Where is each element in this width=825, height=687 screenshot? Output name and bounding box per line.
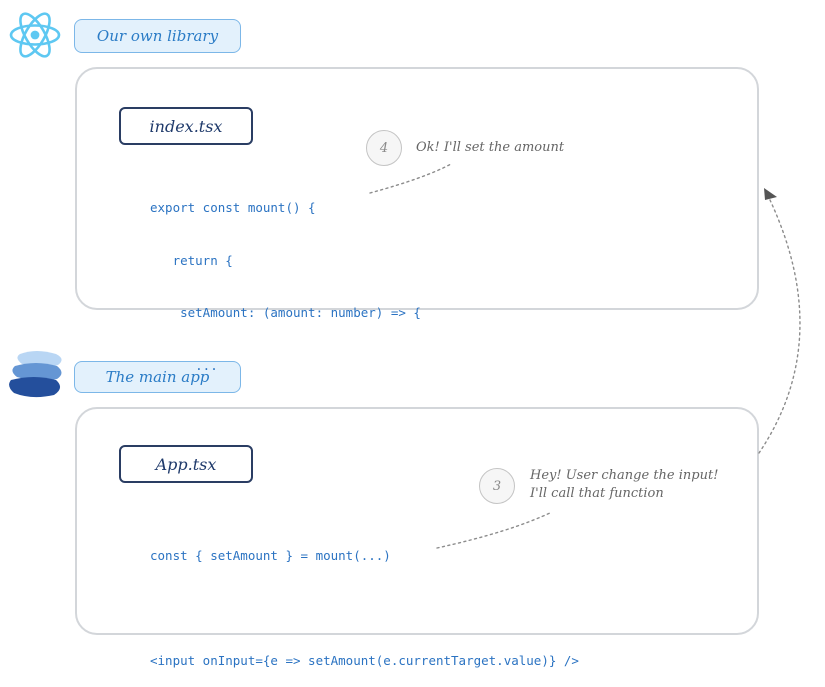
code-line: const { setAmount } = mount(...) xyxy=(150,548,391,563)
return-arrow-line xyxy=(758,199,801,454)
app-file-tag: App.tsx xyxy=(119,445,253,483)
code-line: ... xyxy=(150,357,218,373)
code-line: setAmount: (amount: number) => { xyxy=(150,305,421,320)
step-3-number: 3 xyxy=(492,478,502,494)
library-note-text: Ok! I'll set the amount xyxy=(416,140,565,155)
code-line: <input onInput={e => setAmount(e.current… xyxy=(150,653,579,668)
main-app-section-title: The main app xyxy=(74,361,241,393)
library-note: Ok! I'll set the amount xyxy=(416,139,564,157)
return-arrow-head xyxy=(764,188,777,200)
main-app-note: Hey! User change the input! I'll call th… xyxy=(530,467,718,503)
main-app-note-line: Hey! User change the input! xyxy=(530,468,719,483)
react-logo-icon xyxy=(9,12,61,58)
main-app-section-title-text: The main app xyxy=(105,368,210,386)
index-file-tag: index.tsx xyxy=(119,107,253,145)
library-section-title-text: Our own library xyxy=(96,27,219,45)
step-4-connector xyxy=(369,163,452,194)
step-4-badge: 4 xyxy=(366,130,402,166)
code-line: export const mount() { xyxy=(150,200,316,215)
library-section-title: Our own library xyxy=(74,19,241,53)
app-file-name: App.tsx xyxy=(155,454,217,474)
layered-wave-logo-icon xyxy=(9,351,62,398)
step-3-badge: 3 xyxy=(479,468,515,504)
code-line: return { xyxy=(150,252,233,268)
index-file-name: index.tsx xyxy=(149,116,223,136)
step-3-connector xyxy=(436,511,553,549)
main-app-note-line: I'll call that function xyxy=(530,486,664,501)
connector-overlay xyxy=(369,163,801,549)
step-4-number: 4 xyxy=(379,140,389,156)
